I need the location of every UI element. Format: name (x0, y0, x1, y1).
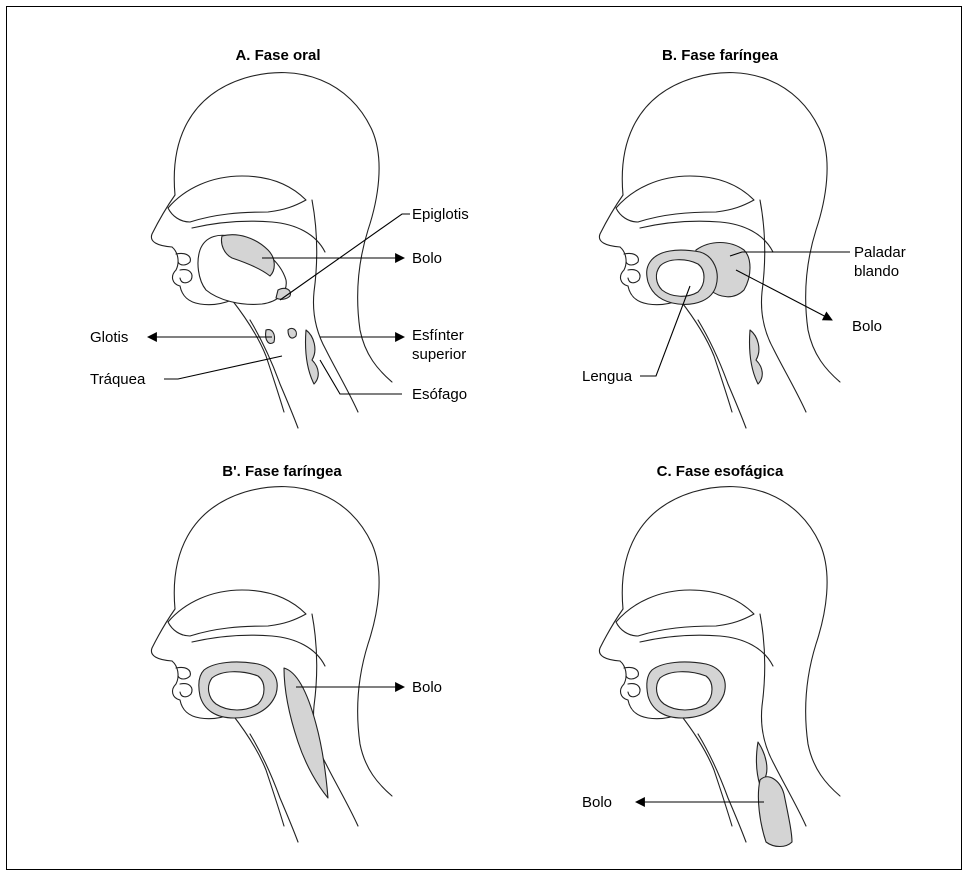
label-traquea: Tráquea (90, 371, 146, 388)
label-paladar-2: blando (854, 263, 899, 280)
arrow-bolo-b (736, 270, 832, 320)
label-bolo-b: Bolo (852, 318, 882, 335)
panel-b-prime-title: B'. Fase faríngea (222, 463, 342, 480)
label-bolo-a: Bolo (412, 250, 442, 267)
label-esfinter-1: Esfínter (412, 327, 464, 344)
panel-b-title: B. Fase faríngea (662, 47, 779, 64)
label-bolo-c: Bolo (582, 794, 612, 811)
tongue-inner-c (657, 672, 712, 710)
label-glotis: Glotis (90, 329, 128, 346)
bolus-c (758, 777, 792, 847)
panel-a-title: A. Fase oral (235, 47, 320, 64)
panel-a: A. Fase oral Epiglotis Bolo Glotis Esfín… (90, 47, 469, 428)
label-esfinter-2: superior (412, 346, 466, 363)
panel-c-title: C. Fase esofágica (657, 463, 784, 480)
tongue-inner-b-prime (209, 672, 264, 710)
leader-esofago (320, 360, 402, 394)
panel-a-head (151, 73, 392, 428)
esophagus-shape (288, 328, 296, 338)
panel-b-head (599, 73, 840, 428)
tongue-inner-b (656, 260, 704, 297)
label-esofago: Esófago (412, 386, 467, 403)
leader-traquea (164, 356, 282, 379)
label-bolo-b-prime: Bolo (412, 679, 442, 696)
panel-b-prime: B'. Fase faríngea Bolo (151, 463, 442, 842)
panel-c: C. Fase esofágica Bolo (582, 463, 840, 847)
pharynx-b (749, 330, 762, 384)
panel-c-head (599, 487, 840, 847)
label-paladar-1: Paladar (854, 244, 906, 261)
leader-epiglotis (280, 214, 410, 300)
label-epiglotis: Epiglotis (412, 206, 469, 223)
label-lengua: Lengua (582, 368, 633, 385)
sphincter (305, 330, 318, 384)
panel-b: B. Fase faríngea Paladar blando Bolo Len… (582, 47, 906, 428)
panel-b-prime-head (151, 487, 392, 842)
